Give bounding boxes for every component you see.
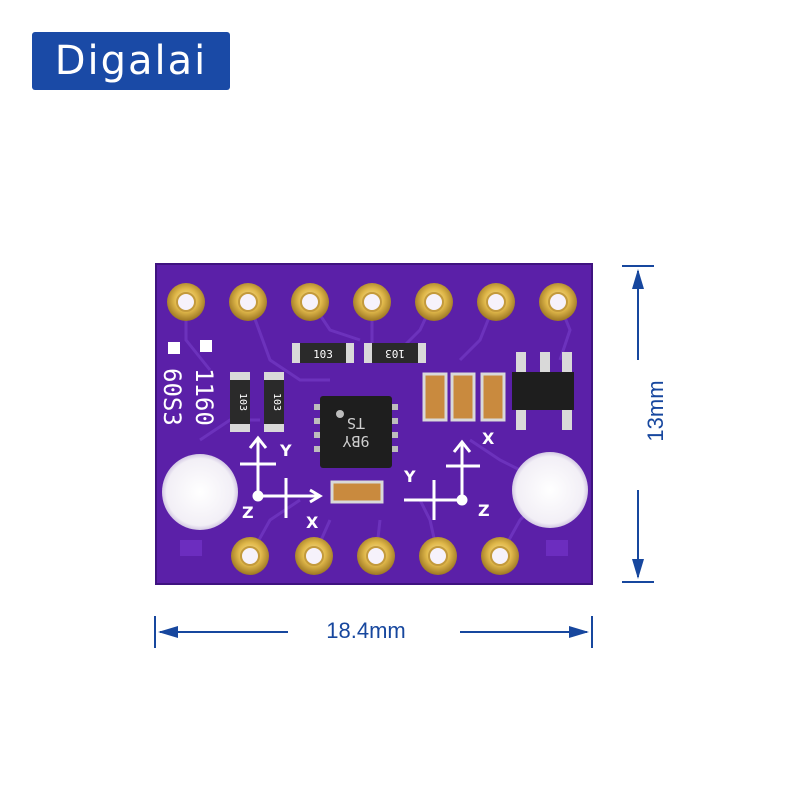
height-label: 13mm [643,380,668,442]
silkscreen-model: 1160 [190,368,218,426]
resistor-top-right: 103 [364,343,426,363]
pin-top-6 [477,283,515,321]
chip-marking-1: TS [347,414,365,432]
resistor-label-1: 103 [313,348,333,361]
pin-bottom-5 [481,537,519,575]
resistor-label-2: 103 [385,347,405,360]
bottom-pin-row [231,537,519,575]
pin-bottom-2 [295,537,333,575]
pin-bottom-3 [357,537,395,575]
brand-name: Digalai [54,38,208,84]
pin-top-4 [353,283,391,321]
axis-label-z-right: Z [478,501,490,520]
pin-bottom-1 [231,537,269,575]
axis-label-y-right: Y [403,467,416,486]
axis-label-y-left: Y [279,441,292,460]
pin-top-2 [229,283,267,321]
resistor-top-left: 103 [292,343,354,363]
pin-bottom-4 [419,537,457,575]
capacitor-group [330,372,506,504]
pin-top-3 [291,283,329,321]
resistor-label-3: 103 [237,393,248,411]
top-pin-row [167,283,577,321]
chip-marking-2: 9BY [342,432,369,450]
sensor-chip: TS 9BY [314,396,398,468]
axis-diagram-left [240,435,323,518]
pin-top-7 [539,283,577,321]
axis-diagram-right [404,439,480,520]
mounting-hole-right [512,452,588,528]
axis-label-x-right: X [482,429,495,448]
resistor-label-4: 103 [271,393,282,411]
width-label: 18.4mm [326,618,406,643]
voltage-regulator [512,352,574,430]
width-dimension [154,616,593,648]
mounting-hole-left [162,454,238,530]
height-dimension [622,265,654,583]
axis-label-z-left: Z [242,503,254,522]
silkscreen-code: 60S3 [158,368,186,426]
resistor-vertical-1: 103 [230,372,250,432]
pin-top-5 [415,283,453,321]
pin-top-1 [167,283,205,321]
brand-logo: Digalai [32,32,230,90]
axis-label-x-left: X [306,513,319,532]
resistor-vertical-2: 103 [264,372,284,432]
